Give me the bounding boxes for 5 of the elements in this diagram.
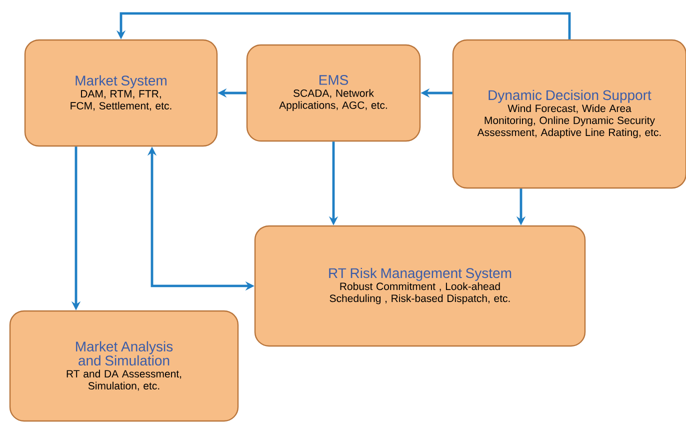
process-box: RT Risk Management System Robust Commitment , Look-ahead Scheduling , Risk-based Dispatch, etc. <box>254 225 586 347</box>
process-box: Dynamic Decision Support Wind Forecast, Wide Area Monitoring, Online Dynamic Security Assessment, Adaptive Line Rating, etc. <box>452 39 686 189</box>
process-box: EMS SCADA, Network Applications, AGC, etc. <box>246 44 421 142</box>
process-box: Market Analysis and Simulation RT and DA Assessment, Simulation, etc. <box>9 310 239 422</box>
process-box: Market System DAM, RTM, FTR, FCM, Settlement, etc. <box>24 39 218 147</box>
